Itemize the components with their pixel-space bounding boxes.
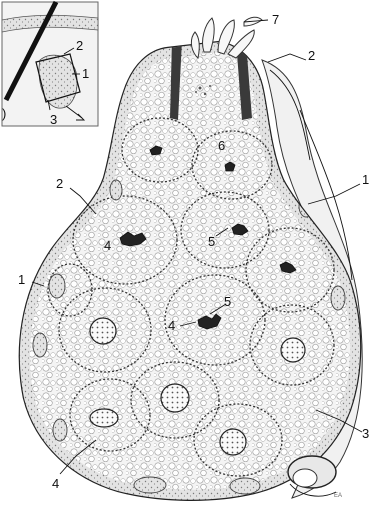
inset-label-1: 1 <box>82 66 89 81</box>
label-1-right: 1 <box>362 172 369 187</box>
label-4-upper: 4 <box>104 238 111 253</box>
label-6: 6 <box>218 138 225 153</box>
label-1-left: 1 <box>18 272 25 287</box>
inset-label-3: 3 <box>50 112 57 127</box>
label-3: 3 <box>362 426 369 441</box>
artist-signature: EA <box>334 493 342 499</box>
inset-label-2: 2 <box>76 38 83 53</box>
inset-label-paren: ) <box>2 106 6 121</box>
orientation-inset: 2 1 3 ) <box>2 2 98 127</box>
label-2-top: 2 <box>308 48 315 63</box>
label-7: 7 <box>272 12 279 27</box>
label-5-lower: 5 <box>224 294 231 309</box>
label-4-mid: 4 <box>168 318 175 333</box>
label-4-lower: 4 <box>52 476 59 491</box>
label-2-left: 2 <box>56 176 63 191</box>
label-5-upper: 5 <box>208 234 215 249</box>
